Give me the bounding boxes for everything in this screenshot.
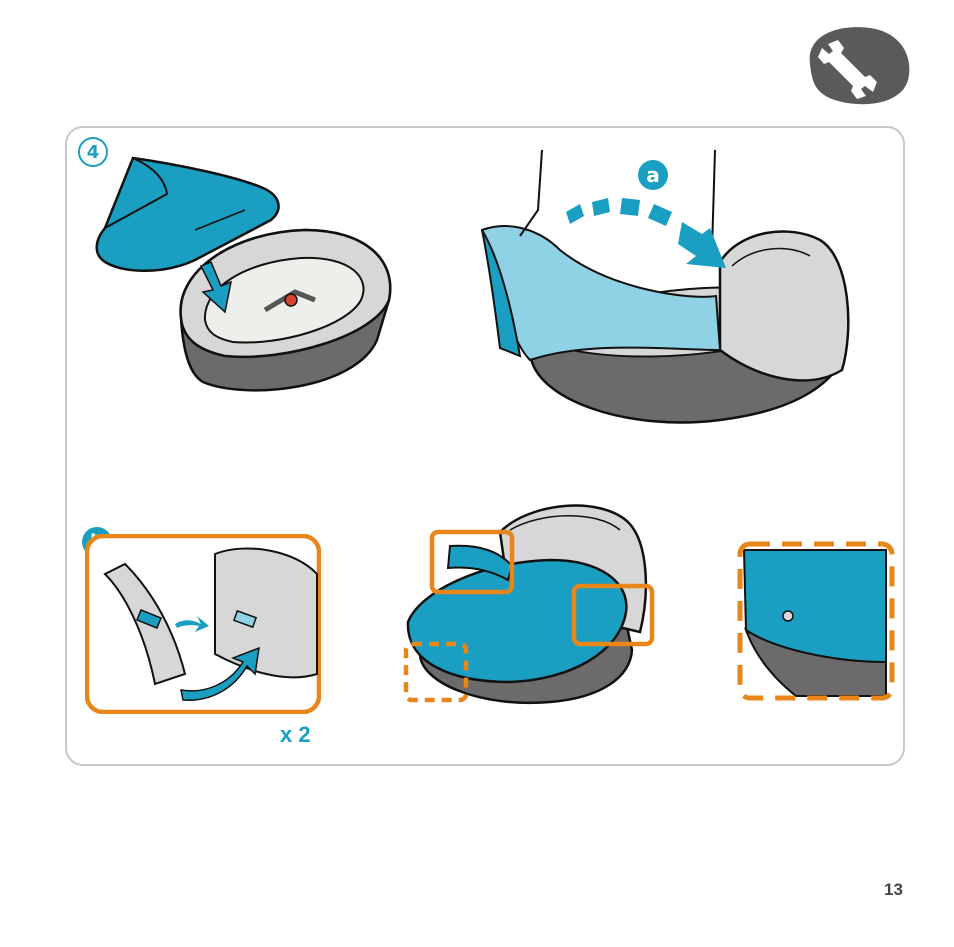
hood-cover-illustration: [470, 150, 870, 440]
detail-inset-b-illustration: [85, 534, 321, 714]
apron-attached-illustration: [400, 482, 660, 722]
page-number: 13: [884, 880, 903, 900]
corner-detail-illustration: [736, 540, 896, 702]
wrench-icon: [800, 22, 912, 106]
apron-and-carrycot-illustration: [85, 150, 405, 410]
multiplier-label: x 2: [280, 722, 311, 748]
